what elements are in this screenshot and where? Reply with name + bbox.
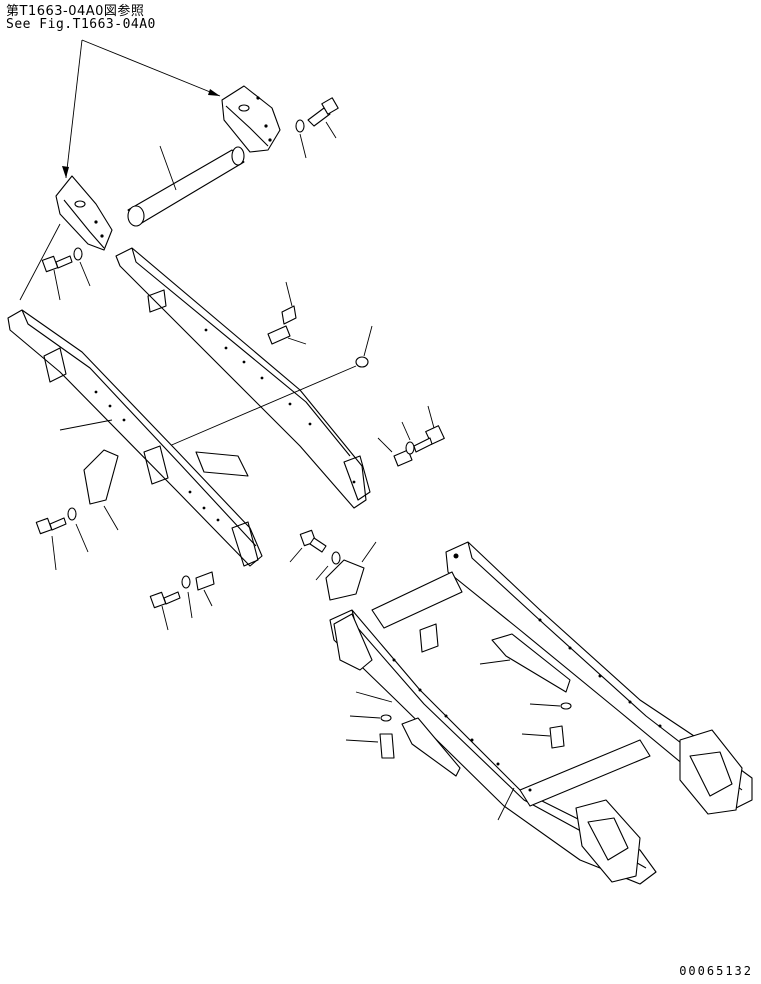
figure-reference-japanese: 第T1663-04A0図参照: [6, 4, 145, 19]
bolt-center: [290, 530, 376, 600]
reference-arrows: [62, 40, 220, 178]
middle-small-parts: [160, 282, 372, 450]
bolt-top-right: [296, 98, 338, 158]
bolt-left-lower: [150, 572, 214, 630]
left-upper-bracket: [56, 176, 112, 250]
middle-rail: [116, 248, 370, 508]
main-frame: [330, 542, 752, 884]
left-rail: [8, 224, 262, 566]
bolt-left-upper: [42, 248, 90, 300]
main-frame-leaders: [346, 660, 571, 820]
upper-bracket: [222, 86, 280, 152]
cross-tube: [128, 146, 244, 226]
figure-reference-english: See Fig.T1663-04A0: [6, 17, 156, 32]
bolt-left-middle: [36, 508, 88, 570]
left-plate: [84, 450, 118, 530]
drawing-number: 00065132: [679, 964, 753, 978]
bolt-middle-right: [378, 406, 444, 466]
